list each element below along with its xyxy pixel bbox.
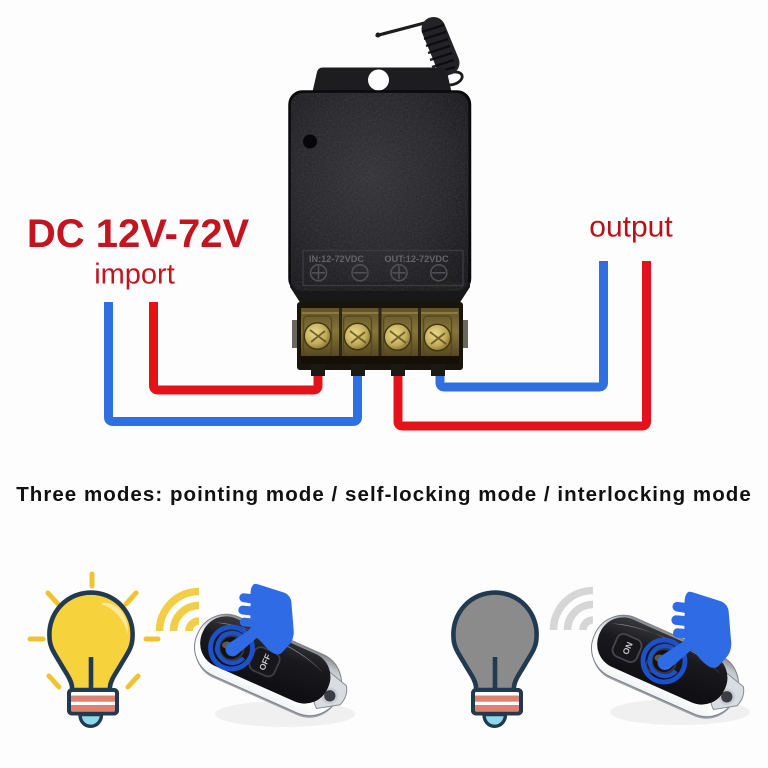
svg-text:import: import [94, 259, 175, 291]
svg-text:output: output [589, 211, 673, 244]
svg-text:Three modes: pointing mode / s: Three modes: pointing mode / self-lockin… [16, 483, 752, 506]
svg-text:IN:12-72VDC: IN:12-72VDC [309, 254, 365, 264]
svg-text:OUT:12-72VDC: OUT:12-72VDC [384, 254, 449, 264]
svg-text:DC 12V-72V: DC 12V-72V [27, 212, 250, 256]
